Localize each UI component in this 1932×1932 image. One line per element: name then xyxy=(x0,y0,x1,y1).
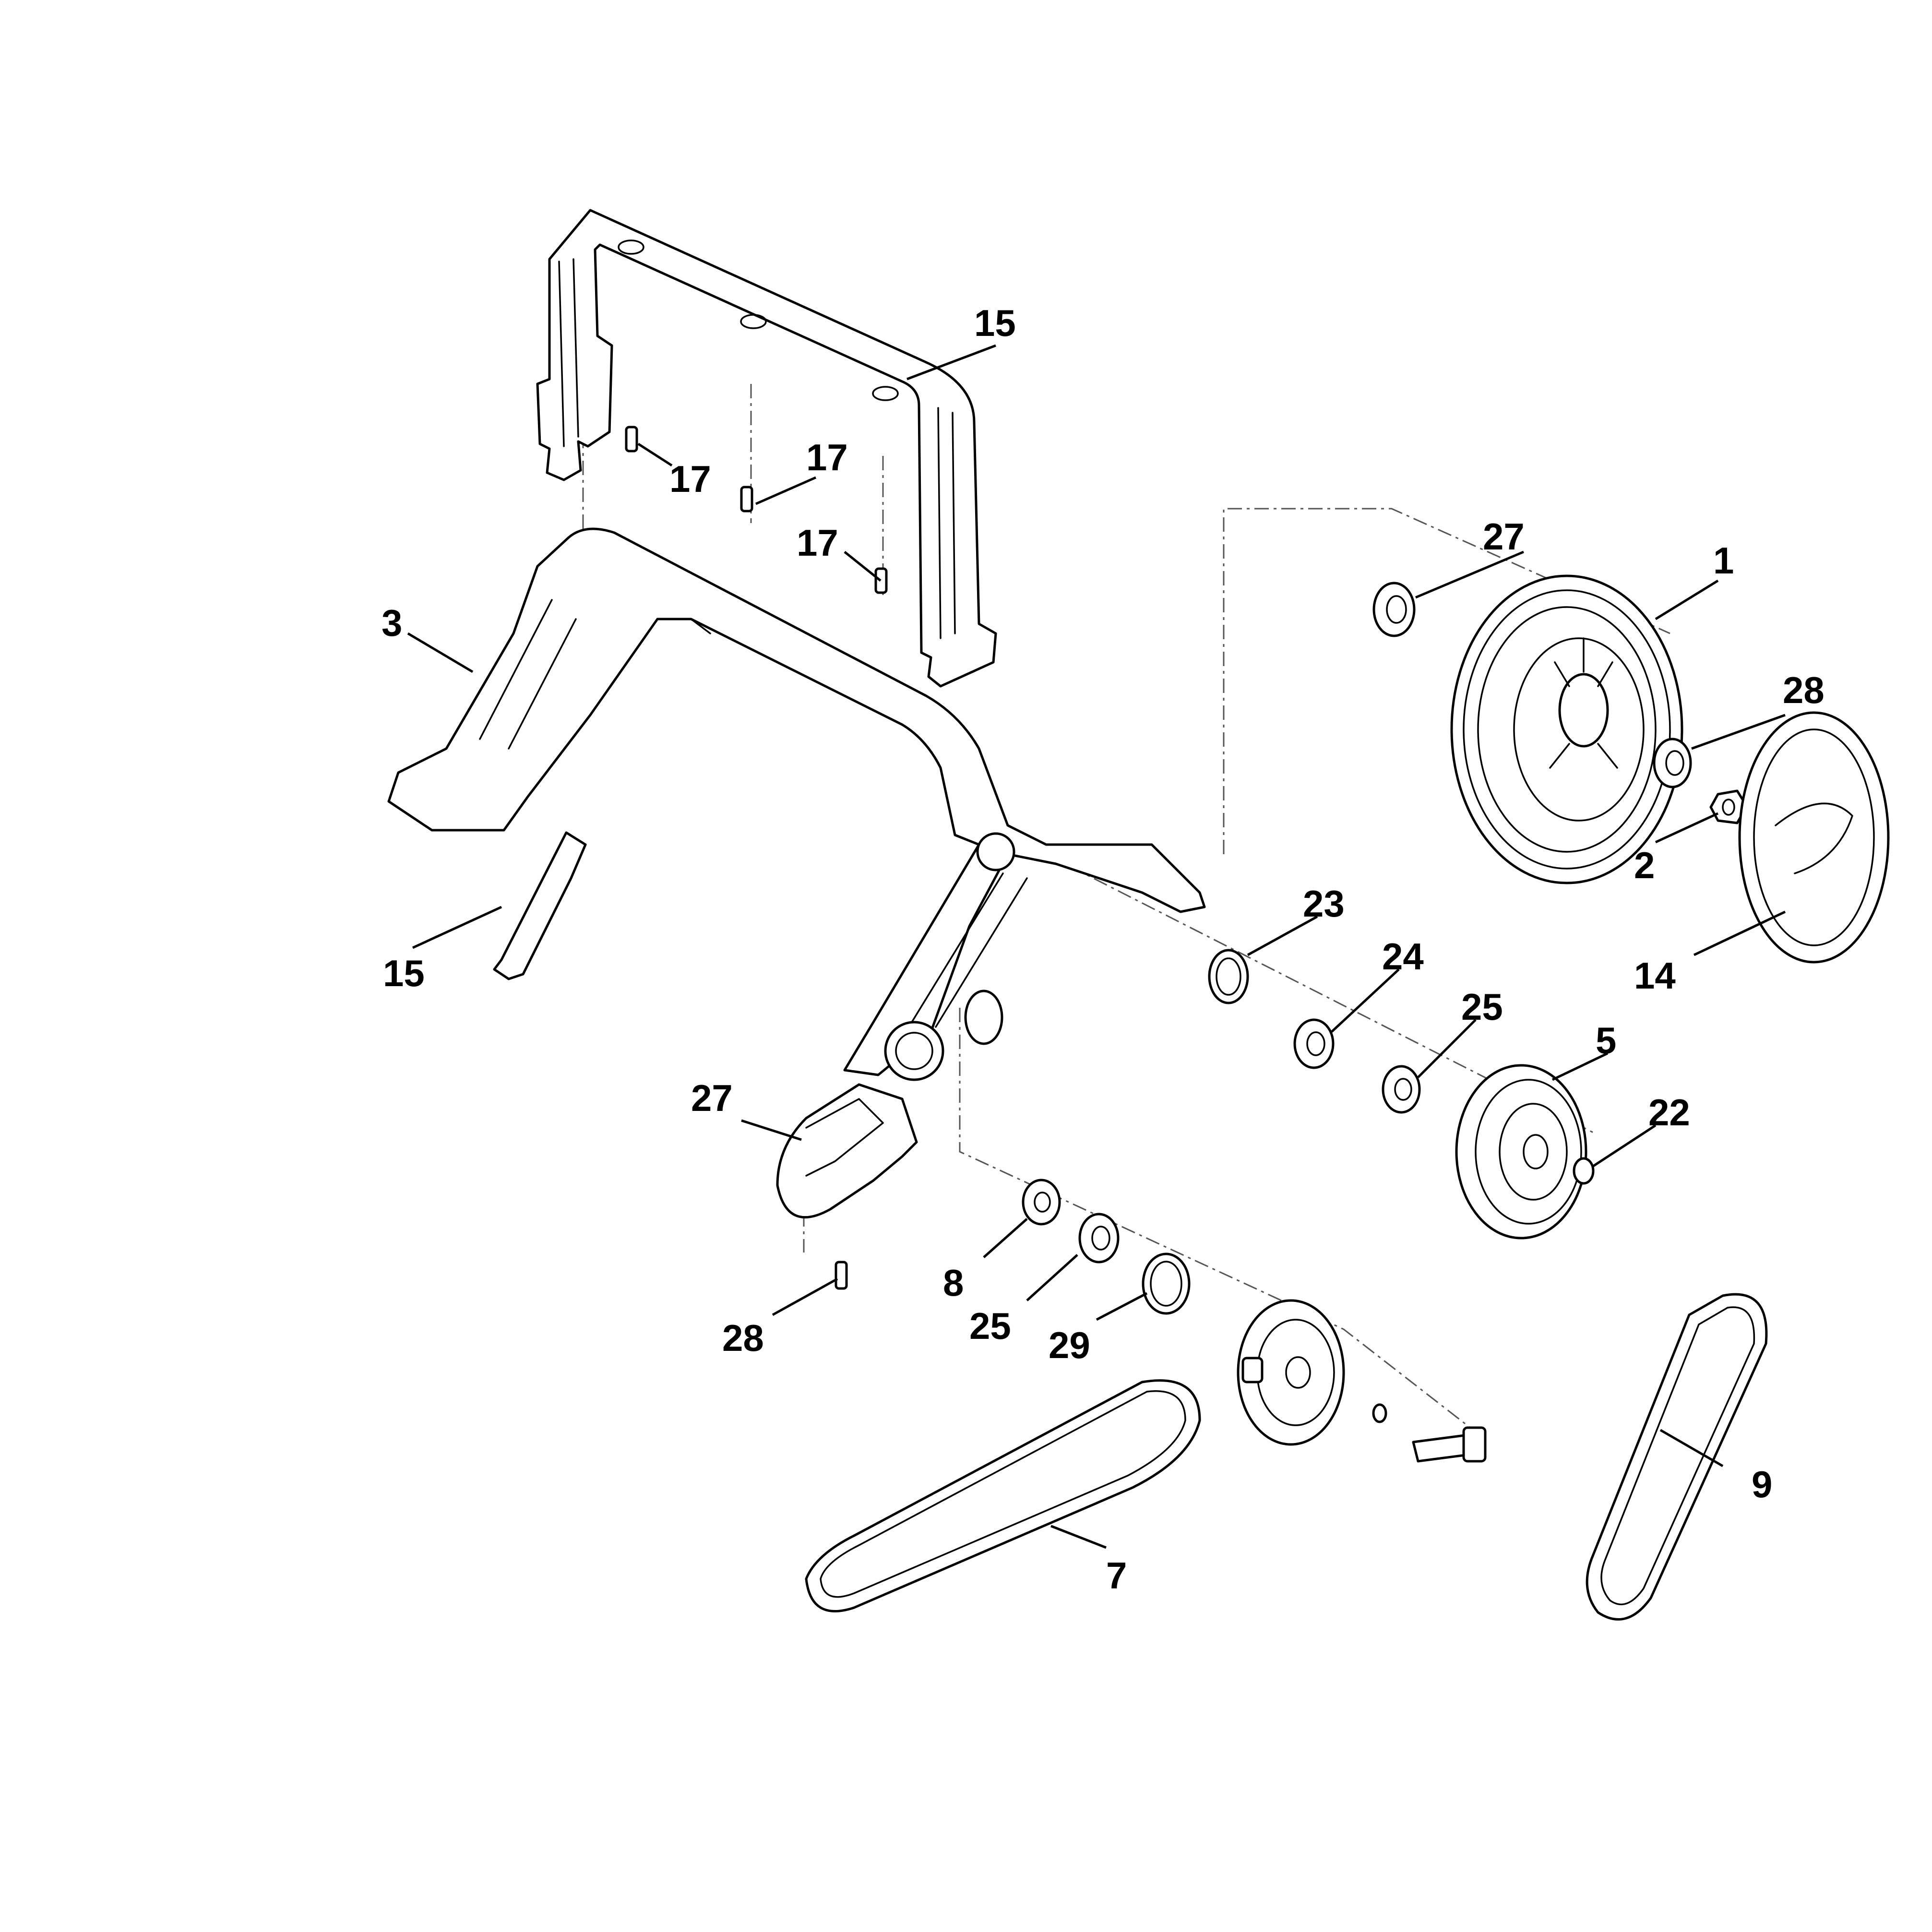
callout-25[interactable]: 28 xyxy=(1783,669,1825,711)
callout-17[interactable]: 17 xyxy=(806,436,848,478)
drive-pulley[interactable] xyxy=(1237,1299,1345,1446)
callout-2[interactable]: 2 xyxy=(1634,844,1655,886)
circlip[interactable] xyxy=(1142,1252,1191,1315)
retaining-ring[interactable] xyxy=(1573,1157,1595,1185)
callout-28[interactable]: 28 xyxy=(722,1317,764,1359)
bracket[interactable] xyxy=(536,209,997,688)
belt-guard[interactable] xyxy=(776,1083,918,1219)
hub-cap[interactable] xyxy=(1738,711,1890,964)
callout-23[interactable]: 24 xyxy=(1382,935,1424,978)
bushing[interactable] xyxy=(1372,582,1416,637)
callout-17[interactable]: 17 xyxy=(797,522,838,564)
screw[interactable] xyxy=(874,567,888,594)
callout-7[interactable]: 7 xyxy=(1106,1554,1127,1597)
clip[interactable] xyxy=(493,831,587,980)
circlip[interactable] xyxy=(1208,949,1249,1004)
o-ring xyxy=(1372,1403,1387,1423)
bearing[interactable] xyxy=(1078,1213,1120,1264)
part-number-labels: 15 17 17 17 3 27 1 28 2 14 15 23 24 25 5… xyxy=(382,302,1825,1597)
wheel[interactable] xyxy=(1450,574,1683,884)
bearing[interactable] xyxy=(1293,1018,1335,1069)
callout-12[interactable]: 15 xyxy=(974,302,1016,344)
screw[interactable] xyxy=(740,486,753,513)
callout-27[interactable]: 27 xyxy=(691,1077,733,1119)
screw[interactable] xyxy=(625,426,638,453)
callout-24[interactable]: 25 xyxy=(969,1305,1011,1347)
callout-8[interactable]: 8 xyxy=(943,1262,964,1304)
handle-frame[interactable] xyxy=(387,527,1206,1081)
callout-5[interactable]: 5 xyxy=(1596,1019,1616,1061)
callout-3[interactable]: 3 xyxy=(382,602,402,644)
nut[interactable] xyxy=(1709,789,1748,824)
callout-17[interactable]: 17 xyxy=(669,458,711,500)
washer[interactable] xyxy=(1022,1179,1061,1226)
v-belt-short[interactable] xyxy=(1586,1293,1768,1621)
callout-9[interactable]: 9 xyxy=(1752,1463,1772,1505)
bushing[interactable] xyxy=(1653,738,1692,788)
callout-1[interactable]: 1 xyxy=(1713,539,1734,582)
callout-29[interactable]: 29 xyxy=(1049,1324,1090,1366)
callout-15[interactable]: 15 xyxy=(383,952,425,994)
callout-25[interactable]: 27 xyxy=(1483,515,1525,558)
leader-lines xyxy=(407,344,1786,1549)
bolt[interactable] xyxy=(1412,1426,1487,1463)
v-belt-long[interactable] xyxy=(805,1379,1201,1612)
callout-23[interactable]: 25 xyxy=(1461,986,1503,1028)
bearing[interactable] xyxy=(1382,1065,1421,1114)
callout-14[interactable]: 14 xyxy=(1634,954,1676,997)
screw[interactable] xyxy=(835,1261,848,1290)
callout-20[interactable]: 22 xyxy=(1648,1091,1690,1133)
pulley[interactable] xyxy=(1455,1064,1587,1240)
callout-22[interactable]: 23 xyxy=(1303,883,1345,925)
